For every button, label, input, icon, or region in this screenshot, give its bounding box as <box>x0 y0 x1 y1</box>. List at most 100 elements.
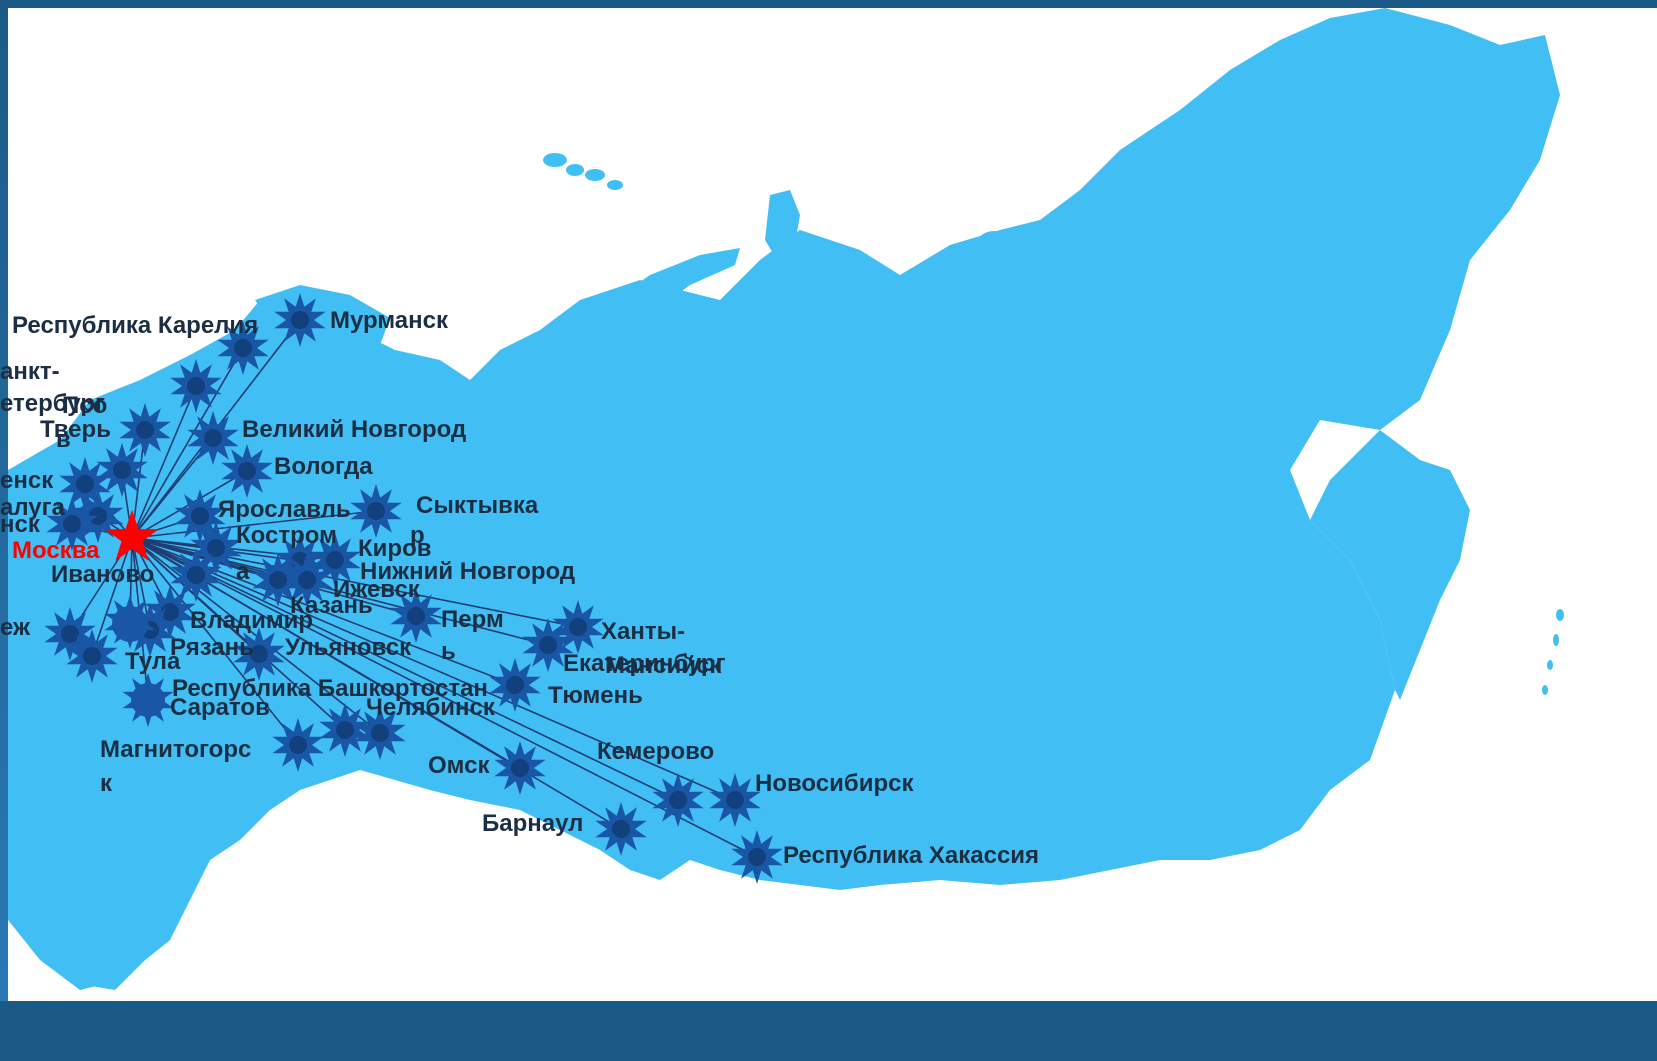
marker-ufa[interactable] <box>319 703 371 757</box>
franz-josef-land <box>543 153 623 190</box>
marker-magnitogorsk[interactable] <box>272 718 324 772</box>
marker-ekb[interactable] <box>522 618 574 672</box>
frame-bottom <box>0 1001 1657 1061</box>
label-izhevsk: Ижевск <box>333 576 420 603</box>
wrangel-island <box>1278 80 1322 96</box>
marker-dot <box>511 759 529 777</box>
label-pskov2: в <box>56 426 71 453</box>
marker-dot <box>250 645 268 663</box>
marker-dot <box>89 507 107 525</box>
marker-izhevsk[interactable] <box>281 553 333 607</box>
marker-dot <box>136 421 154 439</box>
label-murmansk: Мурманск <box>330 307 449 334</box>
label-bashkortostan: Республика Башкортостан <box>172 675 488 702</box>
mainland <box>8 8 1560 990</box>
label-barnaul: Барнаул <box>482 810 584 837</box>
cluster-marker-0[interactable] <box>112 606 148 642</box>
label-ulyanovsk: Ульяновск <box>285 634 412 661</box>
marker-dot <box>612 820 630 838</box>
marker-bryansk[interactable] <box>46 497 98 551</box>
marker-ulyanovsk[interactable] <box>233 627 285 681</box>
marker-dot <box>191 507 209 525</box>
marker-tver[interactable] <box>96 443 148 497</box>
star-icon[interactable] <box>105 510 159 561</box>
marker-khakassia[interactable] <box>731 830 783 884</box>
marker-pskov[interactable] <box>119 403 171 457</box>
marker-dot <box>113 461 131 479</box>
marker-yaroslavl[interactable] <box>174 489 226 543</box>
label-ekb: Екатеринбург <box>563 650 726 677</box>
marker-vnovgorod[interactable] <box>187 411 239 465</box>
marker-dot <box>76 475 94 493</box>
route-line-karelia <box>131 347 244 539</box>
marker-kazan[interactable] <box>252 553 304 607</box>
marker-tyumen[interactable] <box>489 658 541 712</box>
marker-chelyabinsk[interactable] <box>354 706 406 760</box>
label-saratov: Саратов <box>170 694 270 721</box>
route-line-magnitogorsk <box>131 537 299 746</box>
marker-dot <box>269 571 287 589</box>
cluster-marker-1[interactable] <box>131 683 165 717</box>
novaya-zemlya <box>560 248 740 370</box>
route-line-chelyabinsk <box>131 537 381 734</box>
marker-perm[interactable] <box>390 589 442 643</box>
label-spb: анкт- <box>0 358 60 385</box>
label-magnitogorsk2: к <box>100 770 113 797</box>
marker-dot <box>61 625 79 643</box>
label-nnovgorod: Нижний Новгород <box>360 558 576 585</box>
marker-ivanovo[interactable] <box>170 548 222 602</box>
marker-spb[interactable] <box>170 359 222 413</box>
marker-dot <box>748 848 766 866</box>
kamchatka <box>1310 430 1470 700</box>
marker-dot <box>187 566 205 584</box>
label-chelyabinsk: Челябинск <box>366 694 495 721</box>
marker-dot <box>187 377 205 395</box>
marker-dot <box>204 429 222 447</box>
marker-dot <box>539 636 557 654</box>
marker-tula[interactable] <box>66 629 118 683</box>
marker-dot <box>336 721 354 739</box>
label-kaluga: алуга <box>0 494 65 521</box>
marker-kemerovo[interactable] <box>652 773 704 827</box>
route-line-syktyvkar <box>131 510 377 539</box>
frame-left <box>0 0 8 1061</box>
marker-syktyvkar[interactable] <box>350 484 402 538</box>
marker-dot <box>371 724 389 742</box>
label-tula: Тула <box>125 648 181 675</box>
marker-dot <box>726 791 744 809</box>
label-perm: Перм <box>441 606 504 633</box>
route-line-spb <box>131 385 197 539</box>
sakhalin <box>1318 585 1360 760</box>
label-kostroma2: а <box>236 558 250 585</box>
label-kemerovo: Кемерово <box>597 738 715 765</box>
marker-dot <box>83 647 101 665</box>
marker-karelia[interactable] <box>217 321 269 375</box>
marker-barnaul[interactable] <box>595 802 647 856</box>
marker-novosibirsk[interactable] <box>709 773 761 827</box>
marker-omsk[interactable] <box>494 741 546 795</box>
marker-dot <box>207 539 225 557</box>
marker-dot <box>238 462 256 480</box>
marker-dot <box>298 571 316 589</box>
label-karelia: Республика Карелия <box>12 312 259 339</box>
label-spb2: етербург <box>0 390 105 417</box>
route-line-khakassia <box>131 537 758 858</box>
frame-top <box>0 0 1657 8</box>
label-voronezh: еж <box>0 614 31 641</box>
marker-dot <box>63 515 81 533</box>
marker-murmansk[interactable] <box>274 293 326 347</box>
marker-vologda[interactable] <box>221 444 273 498</box>
marker-dot <box>289 736 307 754</box>
kuril-islands <box>1542 609 1564 695</box>
route-line-ufa <box>131 537 346 731</box>
label-vnovgorod: Великий Новгород <box>242 416 467 443</box>
marker-dot <box>234 339 252 357</box>
marker-dot <box>506 676 524 694</box>
label-bryansk: нск <box>0 511 40 538</box>
hub-marker <box>105 510 159 561</box>
label-tver: Тверь <box>40 416 111 443</box>
severnaya-zemlya <box>765 190 800 265</box>
label-perm2: ь <box>441 638 456 665</box>
marker-dot <box>569 618 587 636</box>
